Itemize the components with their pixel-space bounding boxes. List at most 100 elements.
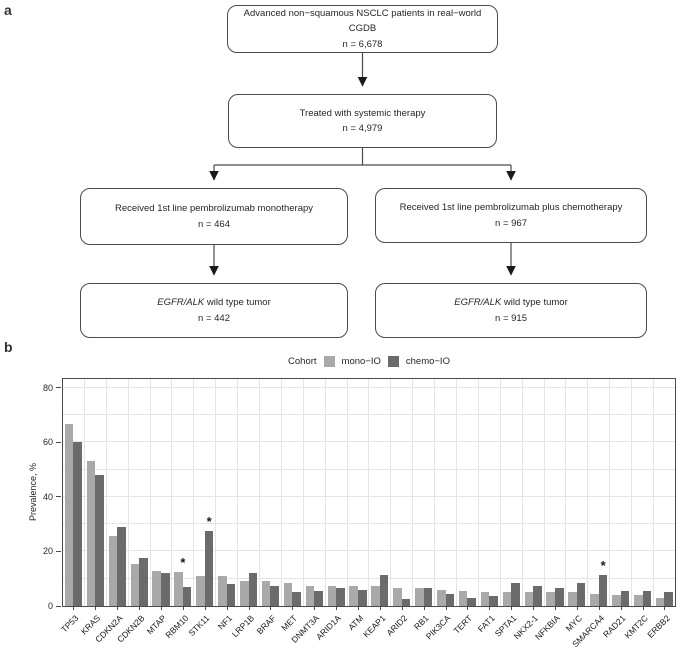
flow-box-chemo-label: Received 1st line pembrolizumab plus che… (399, 202, 623, 214)
gene-column-MYC: MYC (564, 379, 587, 633)
gene-column-TP53: TP53 (59, 379, 84, 634)
bar-RB1-mono-IO (415, 588, 424, 606)
gene-column-BRAF: BRAF (254, 379, 281, 636)
bar-RAD21-mono-IO (612, 595, 621, 606)
gene-name-italic: EGFR/ALK (454, 297, 502, 309)
bar-ERBB2-chemo-IO (664, 592, 674, 606)
x-tick-mark (379, 606, 381, 610)
y-tick-label-40: 40 (42, 491, 53, 502)
flow-box-chemo: Received 1st line pembrolizumab plus che… (375, 188, 647, 243)
bar-MTAP-mono-IO (152, 570, 161, 606)
x-tick-label-LRP1B: LRP1B (229, 613, 256, 640)
bar-CDKN2A-mono-IO (108, 536, 118, 606)
bar-BRAF-mono-IO (261, 581, 271, 606)
x-tick-label-KMT2C: KMT2C (622, 613, 650, 641)
bar-NKX2-1-chemo-IO (533, 585, 542, 606)
gene-column-MET: MET (280, 379, 303, 633)
flow-box-wildtype-mono: EGFR/ALK wild type tumor n = 442 (80, 283, 348, 338)
bar-RB1-chemo-IO (423, 588, 433, 606)
bar-KMT2C-chemo-IO (642, 591, 652, 606)
bar-NF1-chemo-IO (226, 584, 236, 606)
flow-box-wildtype-chemo-label: EGFR/ALK wild type tumor (454, 295, 568, 310)
legend-swatch-chemo-io (387, 356, 399, 367)
y-tick-label-60: 60 (42, 437, 53, 448)
bar-TP53-mono-IO (64, 424, 74, 606)
x-tick-mark (270, 606, 272, 610)
bar-BRAF-chemo-IO (270, 585, 280, 606)
bar-KRAS-mono-IO (86, 461, 96, 606)
bar-KEAP1-mono-IO (371, 585, 380, 606)
gene-column-KEAP1: KEAP1 (361, 379, 390, 639)
bar-SPTA1-mono-IO (502, 592, 512, 606)
gene-column-DNMT3A: DNMT3A (290, 379, 325, 645)
gene-column-CDKN2A: CDKN2A (93, 379, 128, 644)
x-tick-mark (511, 606, 513, 610)
y-tick-label-80: 80 (42, 382, 53, 393)
bar-TP53-chemo-IO (73, 442, 82, 606)
x-tick-mark (642, 606, 644, 610)
gene-column-RB1: RB1 (412, 379, 434, 632)
x-tick-mark (598, 606, 600, 610)
x-tick-mark (423, 606, 425, 610)
gene-column-NFKBIA: NFKBIA (533, 379, 566, 642)
x-tick-mark (292, 606, 294, 610)
x-tick-mark (533, 606, 535, 610)
x-tick-mark (314, 606, 316, 610)
y-tick-mark (56, 496, 61, 498)
legend-title: Cohort (288, 356, 317, 367)
bar-KRAS-chemo-IO (95, 474, 104, 606)
gene-column-TERT: TERT (452, 379, 478, 636)
x-tick-mark (117, 606, 119, 610)
significance-star-STK11: * (206, 513, 212, 529)
x-tick-label-TP53: TP53 (59, 613, 81, 635)
bar-TERT-chemo-IO (467, 597, 477, 606)
flow-box-chemo-n: n = 967 (495, 217, 527, 229)
bar-FAT1-mono-IO (480, 592, 490, 606)
flow-box-wildtype-mono-label: EGFR/ALK wild type tumor (157, 295, 271, 310)
bar-ARID2-mono-IO (393, 588, 402, 606)
x-tick-label-KEAP1: KEAP1 (360, 613, 387, 640)
x-tick-label-TERT: TERT (451, 613, 475, 636)
legend-label-chemo-io: chemo−IO (405, 356, 450, 367)
x-tick-mark (445, 606, 447, 610)
gene-column-CDKN2B: CDKN2B (115, 379, 150, 644)
gene-column-NF1: NF1 (215, 379, 237, 631)
y-tick-label-20: 20 (42, 546, 53, 557)
x-tick-label-BRAF: BRAF (254, 613, 278, 637)
x-tick-mark (664, 606, 666, 610)
gene-column-NKX2-1: NKX2-1 (512, 379, 544, 641)
bar-RBM10-mono-IO (174, 571, 183, 606)
bar-ARID1A-mono-IO (327, 585, 337, 606)
x-tick-mark (248, 606, 250, 610)
flow-box-cgdb-n: n = 6,678 (342, 38, 383, 50)
x-tick-label-ARID2: ARID2 (384, 613, 409, 638)
bar-STK11-chemo-IO (204, 530, 214, 606)
x-tick-mark (204, 606, 206, 610)
gene-name-italic: EGFR/ALK (157, 297, 205, 309)
bar-CDKN2B-mono-IO (130, 563, 140, 606)
flow-box-mono-label: Received 1st line pembrolizumab monother… (114, 203, 314, 215)
significance-star-SMARCA4: * (600, 557, 606, 573)
bar-LRP1B-mono-IO (240, 581, 249, 606)
y-tick-mark (56, 605, 61, 607)
bar-DNMT3A-mono-IO (305, 585, 315, 606)
x-tick-mark (620, 606, 622, 610)
x-tick-mark (358, 606, 360, 610)
gene-column-SPTA1: SPTA1 (493, 379, 522, 639)
gene-column-ARID1A: ARID1A (314, 379, 347, 642)
x-tick-mark (226, 606, 228, 610)
bar-RBM10-chemo-IO (182, 586, 192, 606)
flow-box-systemic-n: n = 4,979 (342, 123, 383, 134)
y-tick-mark (56, 441, 61, 443)
x-tick-mark (336, 606, 338, 610)
bar-LRP1B-chemo-IO (248, 573, 258, 606)
gene-column-KRAS: KRAS (79, 379, 106, 636)
panel-b-label: b (4, 339, 13, 355)
flow-box-wildtype-chemo: EGFR/ALK wild type tumor n = 915 (375, 283, 647, 338)
bar-STK11-mono-IO (196, 575, 205, 606)
bar-ARID1A-chemo-IO (336, 588, 345, 606)
bar-NF1-mono-IO (218, 575, 227, 606)
bar-MYC-mono-IO (568, 592, 577, 606)
